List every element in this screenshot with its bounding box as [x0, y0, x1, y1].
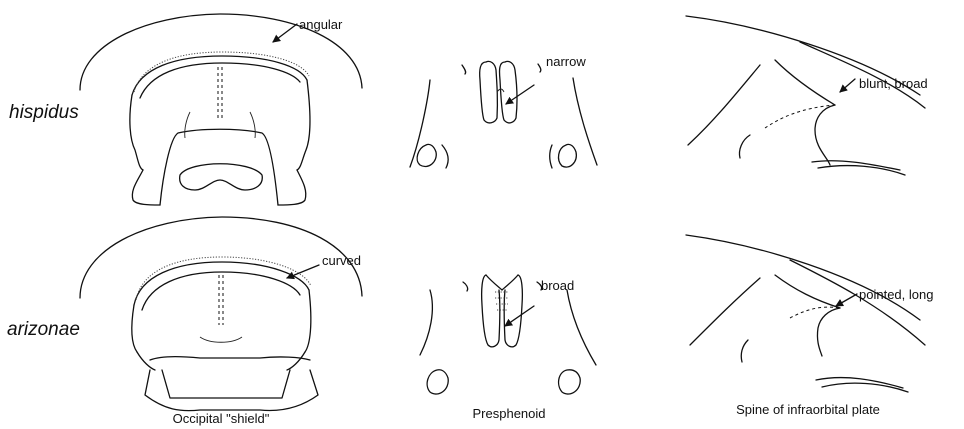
caption-presphenoid: Presphenoid [473, 406, 546, 421]
occipital-shield-arizonae [80, 217, 362, 411]
caption-spine: Spine of infraorbital plate [736, 402, 880, 417]
infraorbital-spine-hispidus [686, 16, 925, 175]
species-label-arizonae: arizonae [7, 319, 80, 340]
occipital-shield-hispidus [80, 14, 362, 205]
arrow-hispidus-occipital [273, 24, 297, 42]
species-label-hispidus: hispidus [9, 102, 79, 123]
label-curved: curved [322, 253, 361, 268]
arrow-arizonae-presphenoid [505, 306, 534, 326]
infraorbital-spine-arizonae [686, 235, 925, 392]
arrow-hispidus-spine [840, 79, 855, 92]
arrow-arizonae-spine [836, 294, 857, 306]
arrow-hispidus-presphenoid [506, 85, 534, 104]
label-narrow: narrow [546, 54, 586, 69]
caption-occipital: Occipital "shield" [173, 411, 270, 426]
label-angular: angular [299, 17, 343, 32]
label-pointed-long: pointed, long [859, 287, 933, 302]
label-broad: broad [541, 278, 574, 293]
label-blunt-broad: blunt, broad [859, 76, 928, 91]
presphenoid-hispidus [410, 61, 597, 168]
